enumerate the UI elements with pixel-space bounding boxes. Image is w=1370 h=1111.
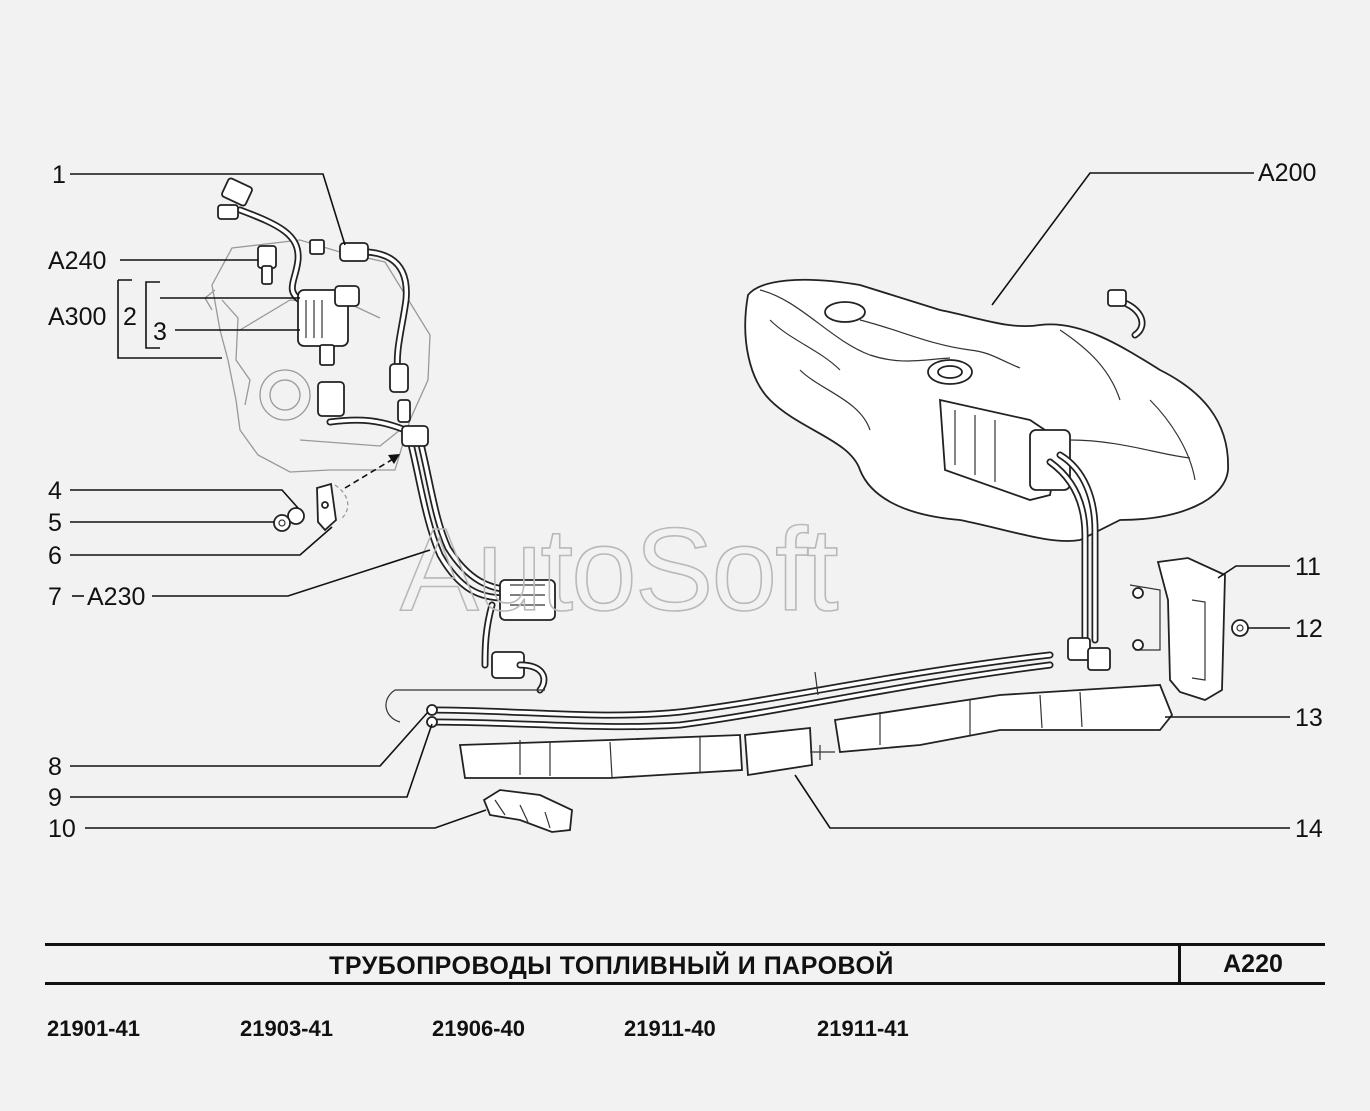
model-list: 21901-41 21903-41 21906-40 21911-40 2191…	[47, 1016, 1047, 1042]
clip-10	[482, 789, 573, 833]
callout-8: 8	[48, 753, 62, 781]
model-code: 21901-41	[47, 1016, 140, 1041]
model-code: 21911-40	[624, 1016, 716, 1041]
fuel-lines-8-9	[385, 651, 1054, 731]
model-code: 21906-40	[432, 1016, 525, 1041]
callout-11: 11	[1295, 553, 1321, 581]
callout-labels: 1 A240 A300 2 3 4 5 6 7 A230 8 9 10 A200…	[48, 159, 1323, 843]
model-code: 21903-41	[240, 1016, 333, 1041]
callout-12: 12	[1295, 615, 1323, 643]
callout-a240: A240	[48, 247, 106, 275]
fitting-a240	[257, 245, 277, 285]
callout-3: 3	[153, 318, 167, 346]
callout-2: 2	[123, 303, 137, 331]
model-code: 21911-41	[817, 1016, 909, 1041]
callout-9: 9	[48, 784, 62, 812]
callout-a230: A230	[87, 583, 145, 611]
fuel-tank-a200	[744, 278, 1229, 671]
callout-1: 1	[52, 161, 66, 189]
title-block: ТРУБОПРОВОДЫ ТОПЛИВНЫЙ И ПАРОВОЙ A220	[45, 943, 1325, 985]
leader-lines	[70, 172, 1290, 829]
vapor-hose-1	[217, 177, 411, 423]
callout-a300: A300	[48, 303, 106, 331]
bracket-and-nut	[273, 454, 400, 532]
heat-shield-11	[1129, 557, 1249, 701]
page-title: ТРУБОПРОВОДЫ ТОПЛИВНЫЙ И ПАРОВОЙ	[329, 952, 894, 980]
callout-7: 7	[48, 583, 62, 611]
callout-14: 14	[1295, 815, 1323, 843]
protective-covers	[458, 684, 1174, 779]
callout-6: 6	[48, 542, 62, 570]
callout-10: 10	[48, 815, 76, 843]
fuel-line-a230	[326, 416, 556, 694]
watermark: AutoSoft	[400, 504, 838, 636]
callout-a200: A200	[1258, 159, 1316, 187]
purge-valve-a300	[297, 285, 360, 417]
callout-13: 13	[1295, 704, 1323, 732]
section-code: A220	[1178, 943, 1325, 985]
callout-5: 5	[48, 509, 62, 537]
callout-4: 4	[48, 477, 62, 505]
